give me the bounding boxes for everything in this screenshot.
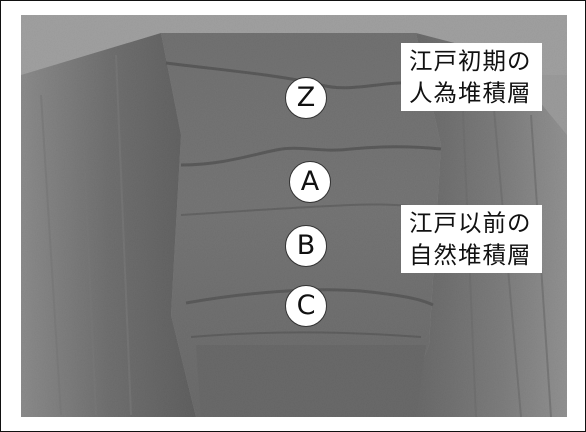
label-top-line2: 人為堆積層	[409, 79, 532, 107]
label-bottom-line2: 自然堆積層	[409, 241, 532, 269]
layer-marker-z: Z	[285, 77, 327, 119]
label-pre-edo-natural-deposit: 江戸以前の 自然堆積層	[401, 205, 542, 273]
layer-marker-b: B	[285, 225, 327, 267]
label-top-line1: 江戸初期の	[409, 47, 532, 75]
label-bottom-line1: 江戸以前の	[409, 209, 532, 237]
layer-marker-a: A	[289, 161, 331, 203]
label-early-edo-artificial-deposit: 江戸初期の 人為堆積層	[401, 43, 542, 111]
layer-marker-c: C	[285, 285, 327, 327]
